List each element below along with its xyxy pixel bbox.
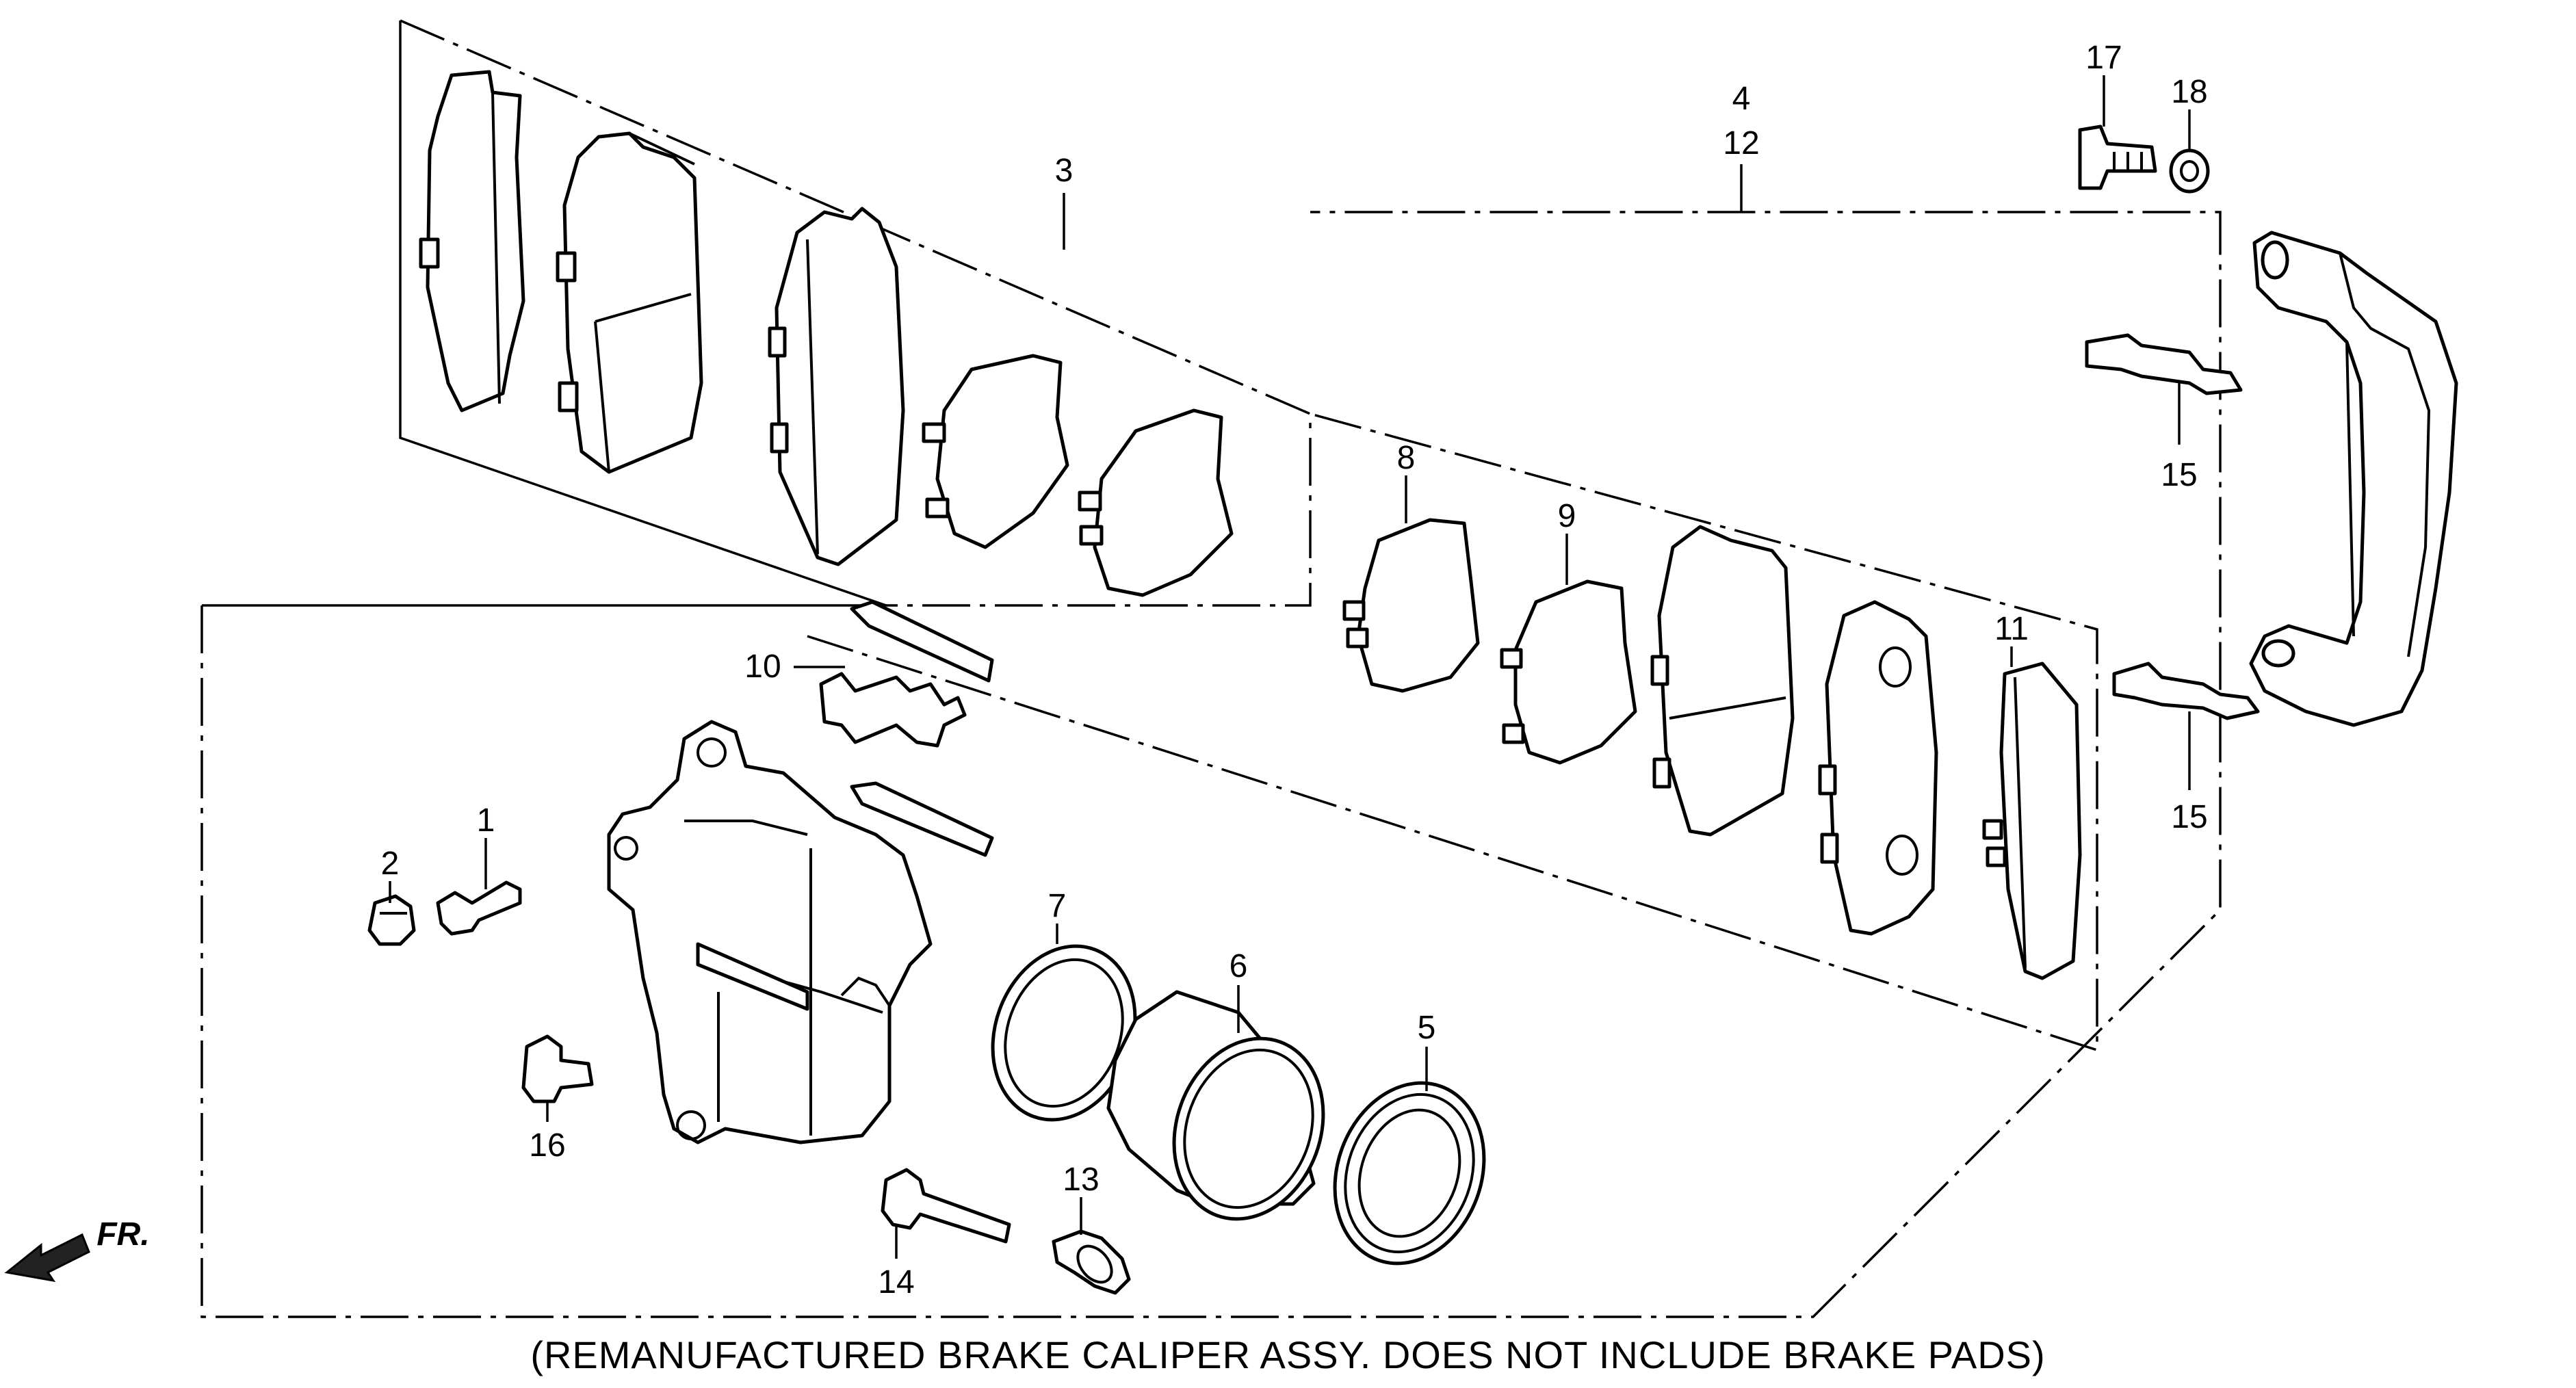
callout-6: 6 — [1230, 948, 1248, 984]
anti-squeal-shim-2 — [1078, 408, 1234, 597]
callout-3: 3 — [1055, 153, 1074, 189]
piston — [1106, 990, 1325, 1221]
brake-pad-lower-inner — [1818, 600, 1938, 936]
bleeder-screw — [436, 880, 522, 936]
shim-8 — [1342, 518, 1480, 693]
diagram-caption: (REMANUFACTURED BRAKE CALIPER ASSY. DOES… — [530, 1333, 2046, 1376]
caliper-bolt — [521, 1034, 594, 1103]
caliper-body — [607, 720, 933, 1144]
pad-retainer-lower — [2112, 662, 2260, 720]
callout-18: 18 — [2171, 74, 2207, 110]
callout-1: 1 — [477, 802, 495, 839]
front-direction-arrow: FR. — [4, 1216, 150, 1283]
pad-shim-outer — [419, 70, 525, 413]
pad-shim-11 — [1982, 662, 2082, 980]
callout-12: 12 — [1723, 125, 1759, 161]
callout-15-lower: 15 — [2171, 799, 2207, 835]
pad-retainer-upper — [2085, 333, 2243, 395]
anti-rattle-spring — [819, 600, 994, 857]
callout-11: 11 — [1994, 611, 2029, 647]
leader-lines — [389, 75, 2191, 1259]
caliper-assy-box — [200, 211, 2222, 1318]
bracket-bolt — [2078, 125, 2157, 190]
callout-9: 9 — [1558, 498, 1576, 534]
callout-2: 2 — [381, 846, 400, 882]
bleeder-cap — [367, 894, 416, 946]
callout-7: 7 — [1048, 888, 1067, 924]
callout-17: 17 — [2085, 40, 2122, 76]
brake-pad-lower-outer — [1650, 525, 1795, 837]
shim-9 — [1500, 579, 1637, 765]
dust-boot — [1333, 1081, 1486, 1266]
callout-4: 4 — [1732, 81, 1751, 117]
brake-pad-outer — [556, 131, 703, 474]
callout-10: 10 — [744, 649, 781, 685]
callout-8: 8 — [1397, 440, 1416, 476]
callouts: 3 4 12 17 18 15 15 8 9 11 10 1 2 16 7 6 … — [381, 40, 2208, 1300]
washer — [2169, 148, 2210, 194]
callout-15-upper: 15 — [2161, 457, 2197, 493]
callout-16: 16 — [529, 1127, 565, 1164]
pad-set-box-lower — [807, 413, 2098, 1052]
brake-pad-inner — [768, 207, 905, 566]
callout-13: 13 — [1063, 1162, 1099, 1198]
guide-pin-boot — [1052, 1229, 1131, 1295]
direction-label: FR. — [96, 1216, 149, 1253]
caliper-bracket — [2249, 231, 2458, 727]
anti-squeal-shim-1 — [922, 354, 1069, 549]
guide-pin — [881, 1168, 1011, 1244]
callout-14: 14 — [878, 1264, 914, 1300]
callout-5: 5 — [1418, 1010, 1436, 1046]
